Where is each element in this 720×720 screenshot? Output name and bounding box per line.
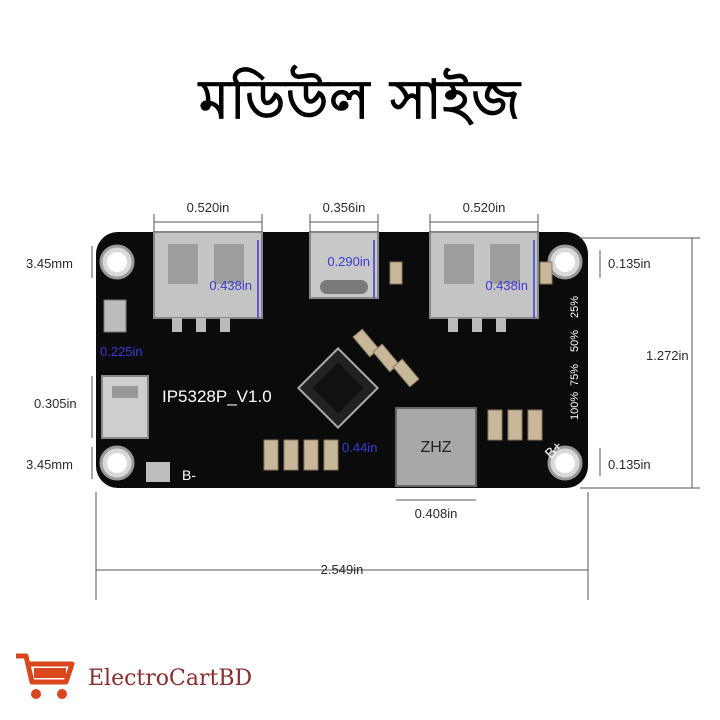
chip-label: 0.44in (342, 440, 377, 455)
brand-name: ElectroCartBD (88, 666, 253, 691)
charge-level-labels: 25% 50% 75% 100% (569, 296, 581, 420)
usb-a-right-port (429, 231, 539, 332)
cart-icon (16, 653, 75, 699)
blue-dimension-lines (257, 240, 535, 318)
side-button (103, 299, 127, 333)
usb-a-right-height-label: 0.438in (485, 278, 528, 293)
board-width-label: 2.549in (321, 562, 364, 577)
micro-usb-label: 0.225in (100, 344, 143, 359)
svg-text:ZHZ: ZHZ (420, 439, 451, 456)
usb-c-width-label: 0.356in (323, 200, 366, 215)
b-minus-label: B- (182, 467, 196, 483)
hole-right-top-label: 0.135in (608, 256, 651, 271)
svg-text:25%: 25% (569, 296, 581, 318)
b-minus-pad (146, 462, 170, 482)
board-height-label: 1.272in (646, 348, 689, 363)
svg-text:100%: 100% (569, 392, 581, 420)
svg-text:50%: 50% (569, 330, 581, 352)
mounting-holes (99, 244, 583, 481)
usb-c-port (309, 231, 379, 299)
hole-left-top-label: 3.45mm (26, 256, 73, 271)
micro-usb-port (101, 375, 149, 439)
board-model-label: IP5328P_V1.0 (162, 387, 272, 406)
hole-right-bottom-label: 0.135in (608, 457, 651, 472)
usb-c-height-label: 0.290in (327, 254, 370, 269)
usb-a-left-width-label: 0.520in (187, 200, 230, 215)
hole-left-bottom-label: 3.45mm (26, 457, 73, 472)
inductor: ZHZ (395, 407, 477, 487)
micro-usb-height-label: 0.305in (34, 396, 77, 411)
inductor-width-label: 0.408in (415, 506, 458, 521)
dimension-lines (91, 214, 700, 600)
ip5328p-chip (296, 346, 380, 430)
smd-components (263, 261, 553, 471)
usb-a-right-width-label: 0.520in (463, 200, 506, 215)
usb-a-left-port (153, 231, 263, 332)
usb-a-left-height-label: 0.438in (209, 278, 252, 293)
svg-text:75%: 75% (569, 364, 581, 386)
page-title: মডিউল সাইজ (198, 68, 521, 131)
